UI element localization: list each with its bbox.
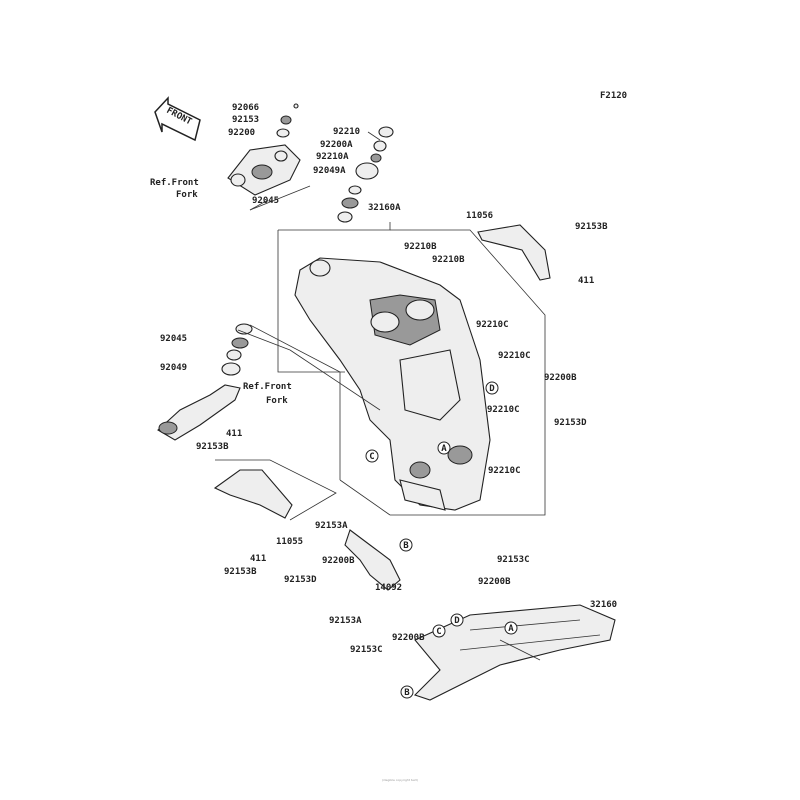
part-number-label: 92200A [320,140,353,150]
callout-c: C [365,449,379,463]
part-number-label: 92153B [196,442,229,452]
callout-d: D [450,613,464,627]
part-number-label: 92200B [392,633,425,643]
part-number-label: Ref.Front [150,178,199,188]
footer-text: (illegible copyright text) [382,778,418,782]
part-number-label: 32160 [590,600,617,610]
part-number-label: 92153B [224,567,257,577]
part-number-label: Ref.Front [243,382,292,392]
callout-b: B [399,538,413,552]
part-number-label: 92210B [432,255,465,265]
part-number-label: 92153B [575,222,608,232]
part-number-label: 92049A [313,166,346,176]
front-arrow-icon: FRONT [154,96,201,142]
part-number-label: 92200B [478,577,511,587]
part-number-label: 92210A [316,152,349,162]
part-number-label: 411 [250,554,266,564]
part-number-label: 92200 [228,128,255,138]
part-number-label: 92210C [476,320,509,330]
part-number-label: 92045 [252,196,279,206]
steering-bearings [221,126,394,376]
part-number-label: 92153D [284,575,317,585]
callout-a: A [504,621,518,635]
bracket-14092 [344,529,401,591]
part-number-label: 92210C [487,405,520,415]
part-number-label: Fork [266,396,288,406]
bracket-11055 [213,469,293,519]
part-number-label: 92045 [160,334,187,344]
part-number-label: 411 [578,276,594,286]
part-number-label: 92049 [160,363,187,373]
part-number-label: 92200B [544,373,577,383]
part-number-label: 92153C [497,555,530,565]
part-number-label: Fork [176,190,198,200]
svg-text:D: D [489,384,495,394]
svg-text:C: C [436,627,441,637]
svg-text:B: B [404,688,410,698]
main-frame [294,257,491,511]
leader-lines [215,131,546,521]
part-number-label: 92153D [554,418,587,428]
callout-b: B [400,685,414,699]
svg-text:A: A [441,444,447,454]
callout-a: A [437,441,451,455]
part-number-label: 92210B [404,242,437,252]
figure-code: F2120 [600,91,627,101]
frame-cover [477,224,551,281]
svg-text:B: B [403,541,409,551]
lower-triple-clamp [157,384,241,441]
part-number-label: 411 [226,429,242,439]
callout-c: C [432,624,446,638]
part-number-label: 92153A [329,616,362,626]
part-number-label: 92210C [498,351,531,361]
part-number-label: 11055 [276,537,303,547]
part-number-label: 92210C [488,466,521,476]
part-number-label: 11056 [466,211,493,221]
upper-triple-clamp [227,103,301,196]
part-number-label: 32160A [368,203,401,213]
part-number-label: 92200B [322,556,355,566]
svg-text:A: A [508,624,514,634]
part-number-label: 92210 [333,127,360,137]
part-number-label: 14092 [375,583,402,593]
part-number-label: 92153A [315,521,348,531]
part-number-label: 92153C [350,645,383,655]
callout-d: D [485,381,499,395]
part-number-label: 92153 [232,115,259,125]
rear-subframe [413,604,616,701]
part-number-label: 92066 [232,103,259,113]
svg-text:C: C [369,452,374,462]
svg-text:D: D [454,616,460,626]
